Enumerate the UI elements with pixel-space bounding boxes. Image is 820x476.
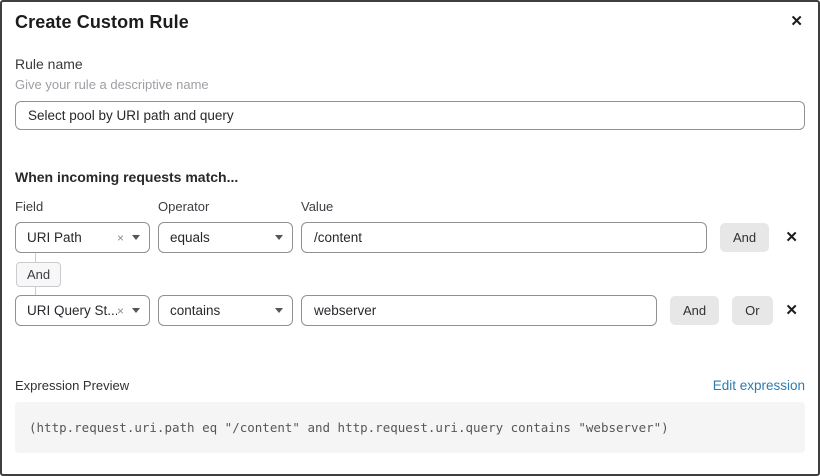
operator-select-2[interactable]: contains (158, 295, 293, 326)
value-input-1[interactable] (301, 222, 707, 253)
edit-expression-link[interactable]: Edit expression (712, 378, 805, 393)
chevron-down-icon (132, 308, 140, 313)
expression-preview-label: Expression Preview (15, 378, 130, 393)
expression-code-block: (http.request.uri.path eq "/content" and… (15, 402, 805, 453)
match-section-heading: When incoming requests match... (15, 169, 239, 185)
field-select-1[interactable]: URI Path × (15, 222, 150, 253)
operator-select-1[interactable]: equals (158, 222, 293, 253)
modal-header: Create Custom Rule ✕ (15, 12, 805, 38)
expression-preview-header: Expression Preview Edit expression (15, 378, 805, 393)
rule-name-hint: Give your rule a descriptive name (15, 77, 209, 92)
value-column-label: Value (301, 199, 334, 214)
operator-select-2-value: contains (170, 303, 221, 318)
condition-column-labels: Field Operator Value (15, 199, 805, 214)
modal-title: Create Custom Rule (15, 12, 189, 32)
connector-chip-and: And (16, 261, 62, 287)
remove-condition-button-2[interactable]: ✕ (783, 301, 800, 320)
operator-select-1-value: equals (170, 230, 210, 245)
rule-name-input[interactable] (15, 101, 805, 130)
remove-condition-icon: ✕ (785, 229, 798, 246)
chevron-down-icon (275, 308, 283, 313)
field-select-2[interactable]: URI Query St... × (15, 295, 150, 326)
chevron-down-icon (275, 235, 283, 240)
field-column-label: Field (15, 199, 44, 214)
remove-condition-button-1[interactable]: ✕ (783, 228, 800, 247)
close-button[interactable]: ✕ (788, 12, 805, 31)
and-button-row-2[interactable]: And (670, 296, 720, 325)
condition-row-1: URI Path × equals And ✕ (15, 222, 805, 253)
clear-icon[interactable]: × (116, 303, 124, 318)
and-button-row-1[interactable]: And (720, 223, 770, 252)
value-input-2[interactable] (301, 295, 657, 326)
logic-connector: And (15, 253, 805, 295)
clear-icon[interactable]: × (116, 230, 124, 245)
rule-name-label: Rule name (15, 56, 83, 72)
operator-column-label: Operator (158, 199, 210, 214)
chevron-down-icon (132, 235, 140, 240)
field-select-1-value: URI Path (27, 230, 82, 245)
close-icon: ✕ (790, 13, 803, 30)
rule-name-section: Rule name Give your rule a descriptive n… (15, 56, 805, 130)
remove-condition-icon: ✕ (785, 302, 798, 319)
or-button-row-2[interactable]: Or (732, 296, 773, 325)
field-select-2-value: URI Query St... (27, 303, 117, 318)
condition-row-2: URI Query St... × contains And Or ✕ (15, 295, 805, 326)
